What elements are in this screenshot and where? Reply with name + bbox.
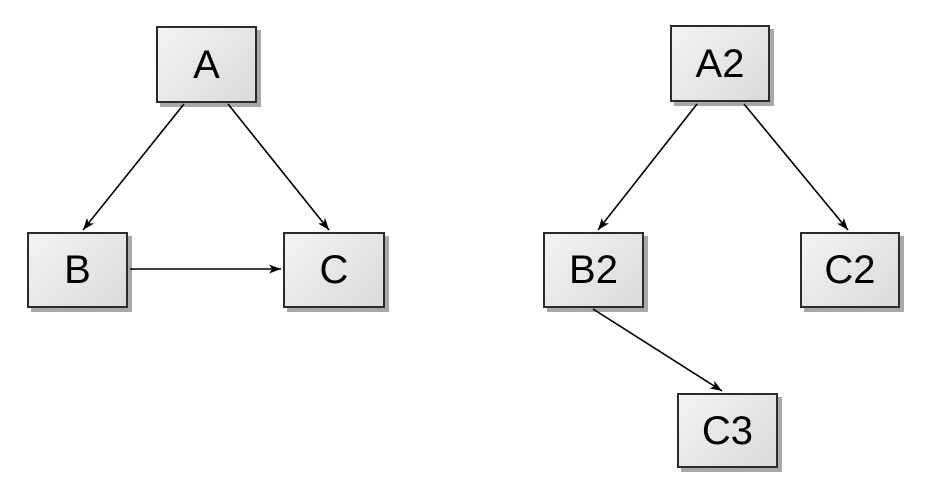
edge-a-b xyxy=(82,103,185,231)
node-label: C2 xyxy=(824,248,876,292)
node-label: B2 xyxy=(569,248,618,292)
node-a[interactable]: A xyxy=(156,26,257,103)
node-b[interactable]: B xyxy=(27,232,128,308)
node-label: C xyxy=(319,248,349,292)
node-label: A xyxy=(193,42,220,87)
edge-a2-b2 xyxy=(597,103,698,231)
node-a2[interactable]: A2 xyxy=(670,25,770,102)
edge-a-c xyxy=(227,103,330,231)
edge-b2-c3 xyxy=(592,308,723,392)
node-c2[interactable]: C2 xyxy=(800,232,900,308)
node-label: A2 xyxy=(695,41,745,86)
edge-a2-c2 xyxy=(743,103,849,231)
node-label: C3 xyxy=(701,408,754,453)
node-c3[interactable]: C3 xyxy=(677,393,778,468)
node-label: B xyxy=(64,248,91,292)
node-c[interactable]: C xyxy=(283,232,385,308)
node-b2[interactable]: B2 xyxy=(543,232,644,308)
